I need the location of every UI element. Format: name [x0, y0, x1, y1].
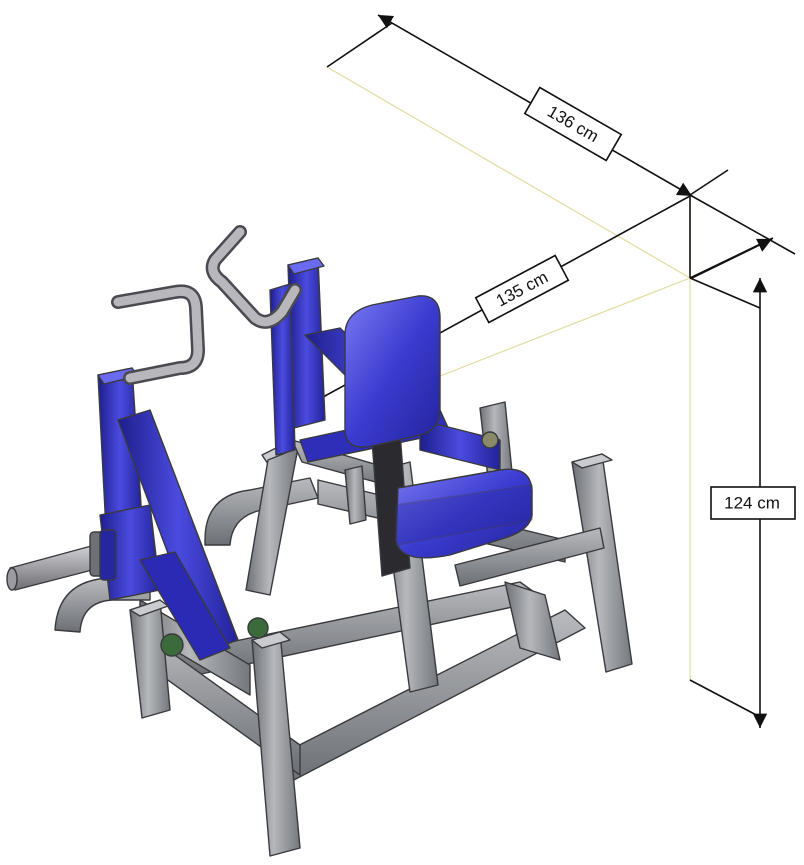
front-leg [129, 599, 301, 857]
pivot-hubs [160, 431, 499, 657]
height-dimension-label: 124 cm [710, 486, 796, 520]
seat-assembly [344, 295, 533, 577]
width-dimension-label: 135 cm [474, 254, 570, 324]
rowing-machine [6, 225, 633, 857]
left-lever-arm [97, 367, 239, 661]
height-value: 124 cm [724, 494, 780, 513]
handles [111, 225, 302, 385]
depth-dimension-label: 136 cm [523, 86, 623, 162]
